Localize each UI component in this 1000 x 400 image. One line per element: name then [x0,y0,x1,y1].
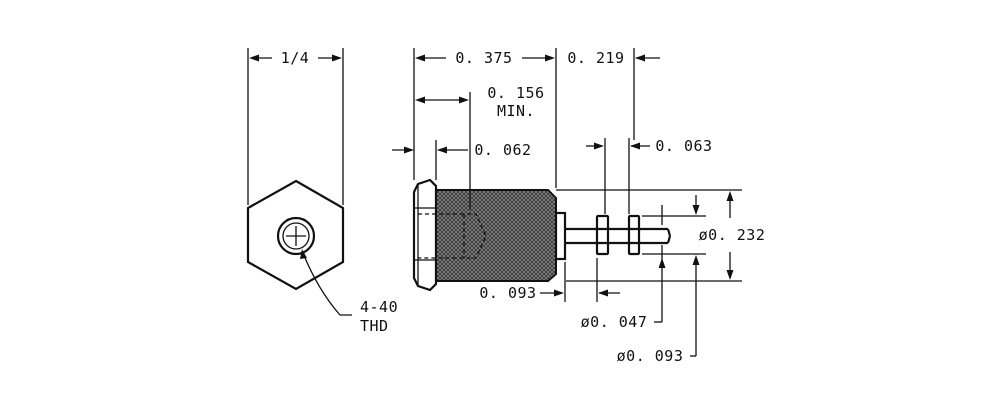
thread-size-label: 4-40 [360,298,398,316]
body-diameter-dimension: ø0. 232 [699,226,766,244]
knurled-body [435,189,557,282]
min-depth-dimension: 0. 156 [487,84,544,102]
groove-width-dimension: 0. 063 [655,137,712,155]
pin-ring-2 [627,214,641,256]
thread-hole-inner [282,222,310,250]
end-view: 1/4 4-40 THD [246,48,398,335]
pin-ring-1 [595,214,610,256]
thread-label: THD [360,317,389,335]
min-label: MIN. [497,102,535,120]
side-view: 0. 375 0. 219 0. 156 MIN. 0. 062 0. 063 [392,48,765,365]
hex-head-outline [246,179,345,291]
gap-length-dimension: 0. 093 [479,284,536,302]
hex-width-dimension: 1/4 [281,49,310,67]
pin-length-dimension: 0. 219 [567,49,624,67]
pin-diameter-dimension: ø0. 047 [581,313,648,331]
overall-body-dimension: 0. 375 [455,49,512,67]
tip-diameter-dimension: ø0. 093 [617,347,684,365]
thread-hole-outer [276,216,316,256]
collar [554,211,567,261]
head-thickness-dimension: 0. 062 [474,141,531,159]
side-hex-head [412,178,438,292]
